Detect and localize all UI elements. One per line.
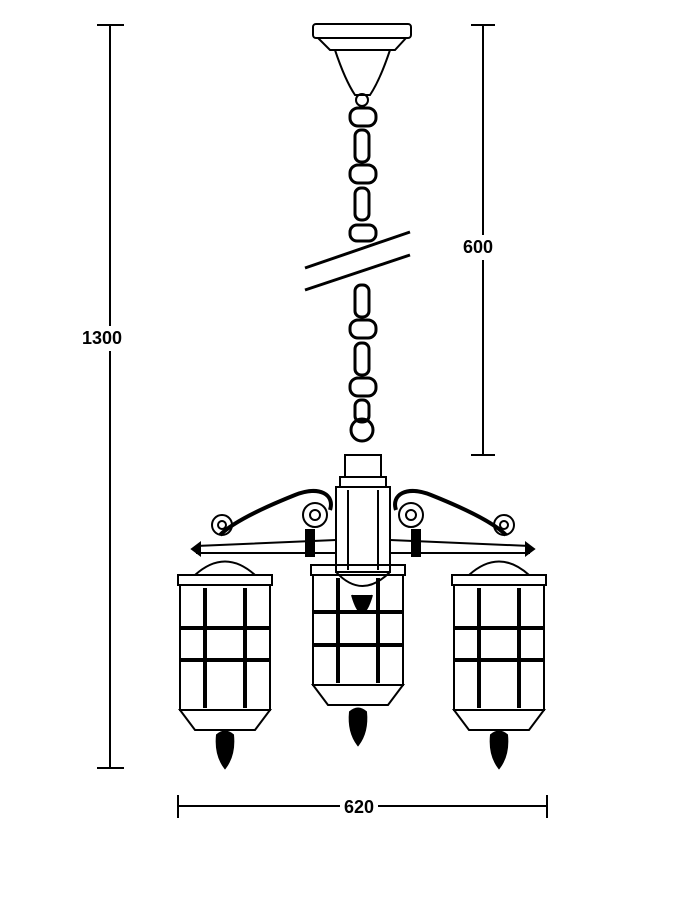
chain-break-marks <box>304 230 411 292</box>
lantern-left <box>177 560 273 770</box>
height-dimension-label: 1300 <box>82 326 123 351</box>
lantern-right <box>451 560 547 770</box>
lantern-center <box>310 564 406 747</box>
width-dimension-label: 620 <box>340 795 379 820</box>
arms <box>190 489 536 557</box>
ceiling-canopy <box>312 23 412 107</box>
height-dimension-line <box>97 24 124 769</box>
chain-dimension-label: 600 <box>463 235 494 260</box>
chain <box>348 106 378 443</box>
central-body <box>335 454 391 614</box>
